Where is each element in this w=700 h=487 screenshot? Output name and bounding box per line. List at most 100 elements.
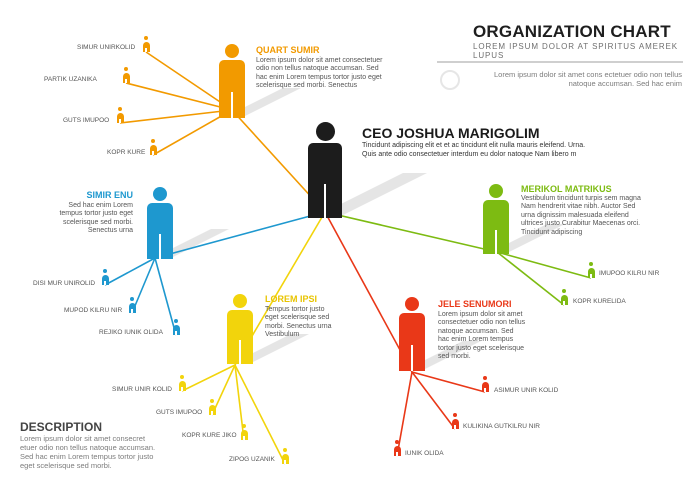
person-leg-gap — [175, 330, 177, 335]
person-leg-gap — [484, 387, 486, 392]
person-leg-gap — [239, 339, 241, 364]
simir-to-report-1-line — [104, 257, 156, 286]
report-label-quart-2: PARTIK UZANIKA — [44, 76, 97, 83]
report-label-lorem-3: KOPR KURE JIKO — [182, 432, 237, 439]
report-label-simir-3: REJIKO IUNIK OLIDA — [99, 329, 163, 336]
jele-to-report-2-line — [411, 371, 456, 430]
simir-to-report-3-line — [154, 257, 177, 336]
merikol-to-report-1-line — [496, 251, 592, 279]
person-body — [393, 446, 401, 456]
report-label-merikol-2: KOPR KURELIDA — [573, 298, 626, 305]
report-label-quart-3: GUTS IMUPOO — [63, 117, 110, 124]
ceo-to-merikol-line — [324, 211, 498, 253]
merikol-to-report-2-line — [496, 251, 565, 306]
person-leg-gap — [590, 273, 592, 278]
person-leg-gap — [396, 451, 398, 456]
report-label-lorem-4: ZIPOG UZANIK — [229, 456, 275, 463]
person-body — [587, 268, 595, 278]
lorem-to-report-3-line — [234, 364, 245, 441]
person-body — [128, 303, 136, 313]
person-head — [283, 448, 287, 452]
manager-quart-name: QUART SUMIR — [256, 45, 320, 55]
ceo-name: CEO JOSHUA MARIGOLIM — [362, 125, 540, 141]
person-head — [151, 139, 155, 143]
person-leg-gap — [125, 78, 127, 83]
report-label-lorem-2: GUTS IMUPOO — [156, 409, 203, 416]
person-leg-gap — [211, 410, 213, 415]
page-subtitle: LOREM IPSUM DOLOR AT SPIRITUS AMEREK LUP… — [473, 42, 679, 60]
page-title: ORGANIZATION CHART — [473, 22, 671, 41]
quart-to-report-2-line — [125, 82, 233, 111]
manager-simir-name: SIMIR ENU — [86, 190, 133, 200]
person-head — [118, 107, 122, 111]
header-description: Lorem ipsum dolor sit amet cons ectetuer… — [493, 70, 682, 88]
report-label-jele-3: IUNIK OLIDA — [405, 450, 444, 457]
person-leg-gap — [495, 229, 497, 254]
person-leg-gap — [411, 344, 413, 371]
manager-jele-bio: Lorem ipsum dolor sit amet consectetuer … — [438, 311, 526, 361]
person-body — [172, 325, 180, 335]
report-label-simir-2: MUPOD KILRU NIR — [64, 307, 123, 314]
description-title: DESCRIPTION — [20, 420, 103, 434]
report-label-quart-4: KOPR KURE — [107, 149, 146, 156]
person-body — [101, 275, 109, 285]
person-body — [240, 430, 248, 440]
person-body — [481, 382, 489, 392]
report-label-simir-1: DISI MUR UNIROLID — [33, 280, 96, 287]
person-body — [560, 295, 568, 305]
manager-jele-name: JELE SENUMORI — [438, 299, 512, 309]
jele-to-report-3-line — [396, 371, 413, 457]
person-head — [174, 319, 178, 323]
person-head — [562, 289, 566, 293]
person-head — [153, 187, 167, 201]
person-leg-gap — [284, 459, 286, 464]
person-head — [453, 413, 457, 417]
person-leg-gap — [159, 233, 161, 259]
info-icon — [440, 70, 460, 90]
manager-quart-bio: Lorem ipsum dolor sit amet consectetuer … — [256, 57, 383, 90]
person-leg-gap — [181, 386, 183, 391]
quart-to-report-1-line — [145, 51, 233, 111]
person-body — [149, 145, 157, 155]
report-label-merikol-1: IMUPOO KILRU NIR — [599, 270, 660, 277]
report-label-jele-2: KULIKINA GUTKILRU NIR — [463, 423, 540, 430]
person-body — [142, 42, 150, 52]
person-body — [208, 405, 216, 415]
ceo-to-simir-line — [154, 211, 326, 259]
person-leg-gap — [131, 308, 133, 313]
description-text: Lorem ipsum dolor sit amet consecret etu… — [20, 434, 156, 470]
person-head — [124, 67, 128, 71]
header-divider — [437, 61, 683, 63]
person-head — [315, 122, 335, 141]
person-leg-gap — [231, 91, 233, 118]
manager-merikol-name: MERIKOL MATRIKUS — [521, 184, 612, 194]
manager-lorem-name: LOREM IPSI — [265, 294, 318, 304]
report-label-jele-1: ASIMUR UNIR KOLID — [494, 387, 559, 394]
person-body — [281, 454, 289, 464]
person-head — [483, 376, 487, 380]
person-head — [395, 440, 399, 444]
person-body — [178, 381, 186, 391]
quart-to-report-4-line — [152, 109, 233, 156]
person-head — [225, 44, 239, 58]
quart-to-report-3-line — [119, 109, 233, 124]
person-body — [122, 73, 130, 83]
ceo-bio: Tincidunt adipiscing elit et et ac tinci… — [362, 142, 586, 158]
person-head — [130, 297, 134, 301]
report-label-lorem-1: SIMUR UNIR KOLID — [112, 386, 172, 393]
person-leg-gap — [563, 300, 565, 305]
person-leg-gap — [104, 280, 106, 285]
lorem-to-report-1-line — [181, 364, 236, 392]
person-leg-gap — [324, 184, 326, 218]
person-leg-gap — [243, 435, 245, 440]
person-leg-gap — [454, 424, 456, 429]
manager-lorem-bio: Tempus tortor justo eget scelerisque sed… — [265, 306, 332, 339]
person-head — [489, 184, 503, 198]
person-head — [242, 424, 246, 428]
report-label-quart-1: SIMUR UNIRKOLID — [77, 44, 136, 51]
lorem-to-report-4-line — [234, 364, 286, 465]
person-head — [405, 297, 419, 311]
person-head — [589, 262, 593, 266]
person-leg-gap — [152, 150, 154, 155]
